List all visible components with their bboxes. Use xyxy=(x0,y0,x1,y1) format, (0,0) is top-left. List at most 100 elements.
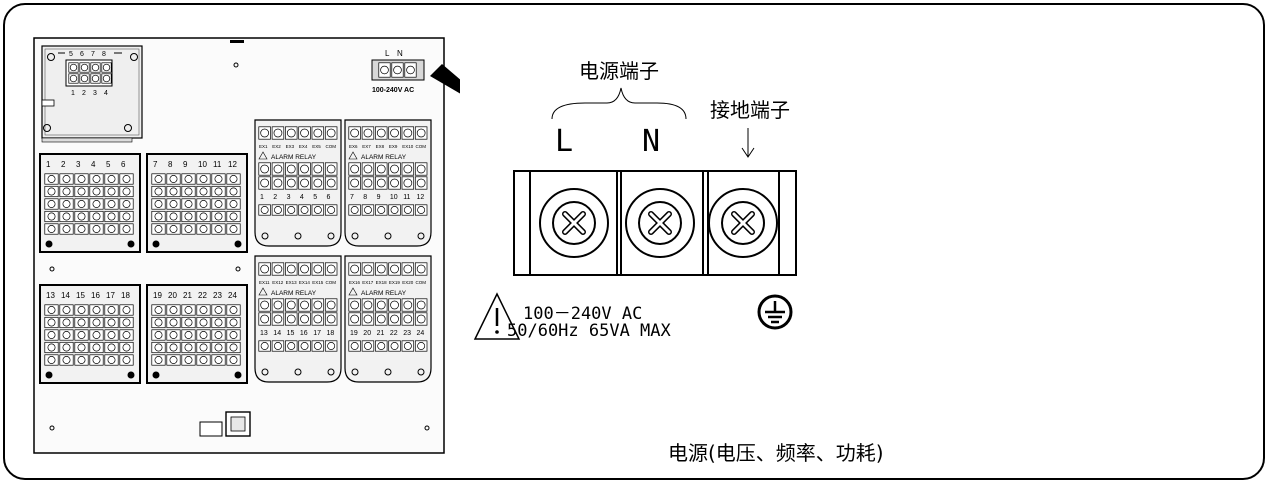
terminal-cell xyxy=(375,176,388,190)
terminal-cell xyxy=(166,354,181,366)
input-channel-number: 13 xyxy=(46,291,55,300)
relay-ex-label: COM xyxy=(416,144,427,149)
terminal-screw xyxy=(184,318,193,327)
terminal-cell xyxy=(388,204,401,216)
relay-ex-label: EX7 xyxy=(362,144,371,149)
terminal-cell xyxy=(211,198,226,210)
terminal-cell xyxy=(285,340,298,352)
terminal-screw xyxy=(169,343,178,352)
terminal-screw xyxy=(229,318,238,327)
terminal-cell xyxy=(119,316,134,329)
terminal-cell xyxy=(226,173,241,185)
warning-icon xyxy=(348,151,358,160)
terminal-cell xyxy=(271,312,285,326)
terminal-screw xyxy=(260,300,269,310)
terminal-screw xyxy=(184,225,193,233)
terminal-cell xyxy=(74,210,89,223)
terminal-cell xyxy=(166,329,181,341)
terminal-cell xyxy=(59,185,74,198)
terminal-screw xyxy=(47,225,56,233)
warning-icon xyxy=(258,287,268,296)
terminal-screw xyxy=(62,212,71,221)
terminal-cell xyxy=(59,223,74,235)
terminal-screw xyxy=(376,164,386,174)
terminal-screw xyxy=(107,343,116,352)
input-channel-number: 20 xyxy=(168,291,177,300)
terminal-cell xyxy=(324,176,338,190)
terminal-cell xyxy=(226,198,241,210)
terminal-cell xyxy=(388,340,401,352)
terminal-screw xyxy=(403,164,413,174)
terminal-cell xyxy=(258,340,271,352)
terminal-cell xyxy=(166,198,181,210)
terminal-cell xyxy=(226,354,241,366)
relay-ex-label: EX18 xyxy=(376,280,388,285)
relay-ex-label: EX11 xyxy=(259,280,270,285)
terminal-screw xyxy=(260,164,269,174)
terminal-cell xyxy=(375,298,388,312)
terminal-screw xyxy=(199,212,208,221)
terminal-cell xyxy=(196,316,211,329)
outer-frame xyxy=(3,3,1265,480)
screw-hole xyxy=(235,266,241,272)
terminal-cell xyxy=(388,312,401,326)
terminal-screw xyxy=(300,264,309,274)
terminal-cell xyxy=(211,223,226,235)
terminal-cell xyxy=(151,304,166,316)
terminal-cell xyxy=(151,341,166,354)
power-terminal-title: 电源端子 xyxy=(579,59,659,83)
terminal-cell xyxy=(361,262,375,276)
terminal-screw xyxy=(62,343,71,352)
terminal-cell xyxy=(181,185,196,198)
terminal-cell xyxy=(361,298,375,312)
terminal-cell xyxy=(211,329,226,341)
terminal-cell xyxy=(298,162,311,176)
terminal-screw xyxy=(417,342,426,350)
terminal-cell xyxy=(414,162,428,176)
terminal-cell xyxy=(298,204,311,216)
terminal-cell xyxy=(285,312,298,326)
relay-ex-label: EX6 xyxy=(349,144,358,149)
terminal-screw xyxy=(77,225,86,233)
terminal-screw xyxy=(169,331,178,339)
terminal-cell xyxy=(151,223,166,235)
input-channel-number: 15 xyxy=(76,291,85,300)
terminal-screw xyxy=(92,212,101,221)
terminal-cell xyxy=(401,176,415,190)
input-channel-number: 10 xyxy=(198,160,207,169)
output-bottom-number: 4 xyxy=(104,90,108,97)
terminal-screw xyxy=(169,200,178,208)
terminal-screw xyxy=(184,356,193,364)
terminal-screw xyxy=(327,342,336,350)
terminal-screw xyxy=(77,200,86,208)
terminal-screw xyxy=(122,306,131,314)
terminal-cell xyxy=(361,126,375,140)
terminal-screw xyxy=(313,206,322,214)
terminal-cell xyxy=(119,341,134,354)
terminal-screw xyxy=(154,187,163,196)
terminal-screw xyxy=(403,342,412,350)
terminal-cell xyxy=(404,62,417,78)
terminal-screw xyxy=(286,314,296,324)
input-channel-number: 23 xyxy=(213,291,222,300)
terminal-cell xyxy=(74,316,89,329)
terminal-cell xyxy=(285,262,298,276)
terminal-screw xyxy=(326,164,336,174)
terminal-cell xyxy=(119,198,134,210)
terminal-cell xyxy=(414,340,428,352)
terminal-screw xyxy=(199,200,208,208)
terminal-screw xyxy=(62,318,71,327)
terminal-screw xyxy=(77,175,86,183)
terminal-cell xyxy=(324,340,338,352)
terminal-screw xyxy=(350,264,359,274)
terminal-cell xyxy=(181,173,196,185)
terminal-screw xyxy=(214,318,223,327)
relay-ex-label: EX13 xyxy=(286,280,298,285)
terminal-cell xyxy=(196,198,211,210)
terminal-screw xyxy=(390,128,399,138)
terminal-screw xyxy=(377,342,386,350)
